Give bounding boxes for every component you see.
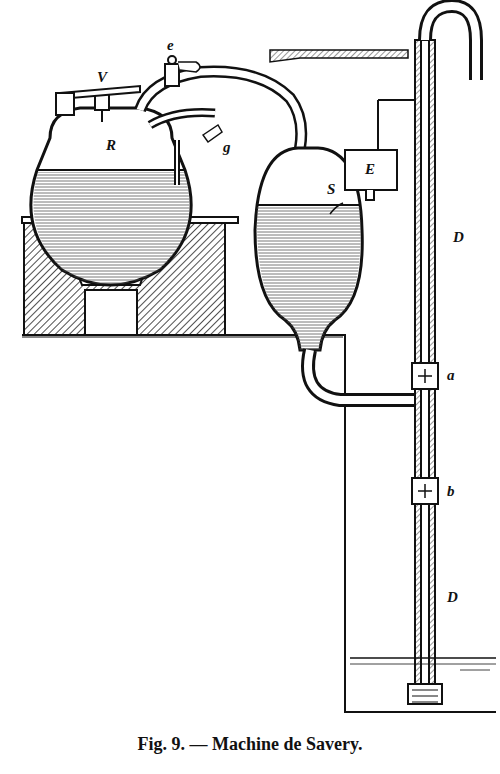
figure-caption: Fig. 9. — Machine de Savery.	[0, 734, 500, 755]
valve-letter: b	[446, 484, 456, 499]
pipe-letter: D	[452, 230, 465, 245]
valve-letter: V	[96, 70, 108, 85]
cock-letter: g	[222, 140, 232, 155]
cock-letter: e	[166, 38, 175, 53]
receiver-letter: S	[326, 182, 336, 197]
cistern-letter: E	[364, 162, 376, 177]
boiler-letter: R	[105, 138, 117, 153]
valve-letter: a	[446, 368, 456, 383]
pipe-letter: D	[446, 590, 459, 605]
